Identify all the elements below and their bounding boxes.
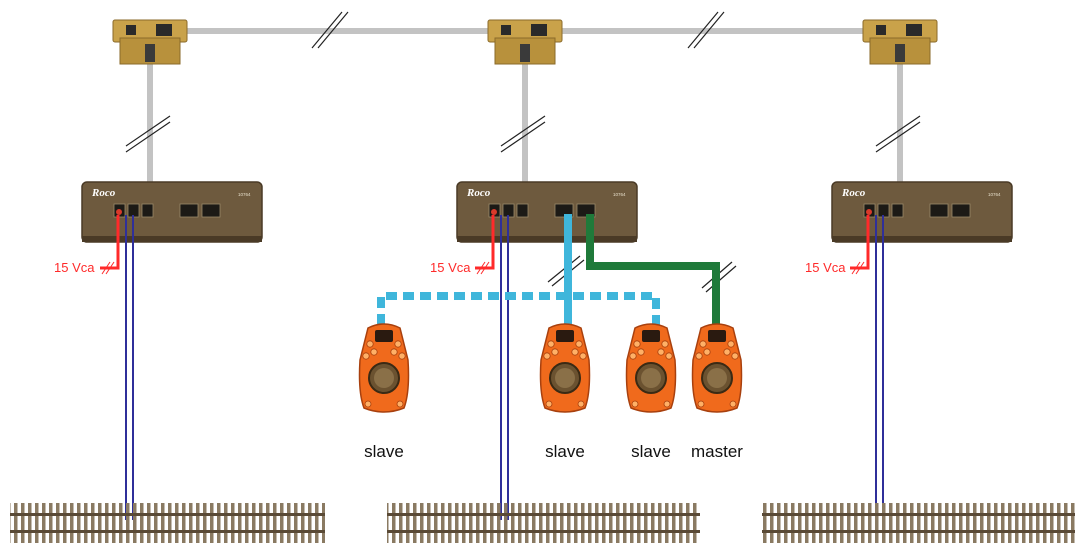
handheld-controller-icon (358, 323, 410, 413)
track-section-icon (387, 503, 700, 543)
master-cable (586, 214, 720, 325)
track-section-icon (10, 503, 325, 543)
booster-unit-icon: Roco 10764 (81, 181, 263, 243)
power-feeds (100, 215, 870, 275)
handheld-controller-icon (539, 323, 591, 413)
handheld-controller-icon (691, 323, 743, 413)
controller-labels: slave slave slave master (364, 442, 743, 461)
power-label-1: 15 Vca (54, 260, 95, 275)
booster-model-1: 10764 (238, 192, 251, 197)
power-label-2: 15 Vca (430, 260, 471, 275)
cable-break-marks (125, 11, 921, 293)
booster-model-2: 10764 (613, 192, 626, 197)
booster-units: Roco 10764 Roco 10764 Roco 10764 (81, 181, 1013, 243)
power-labels: 15 Vca 15 Vca 15 Vca (54, 260, 846, 275)
bus-connector-icon (487, 19, 563, 65)
track-sections (10, 503, 1075, 543)
handheld-controllers (358, 323, 743, 413)
track-power-wires (125, 215, 884, 520)
handheld-controller-icon (625, 323, 677, 413)
slave-cables (377, 214, 660, 325)
bus-connector-icon (112, 19, 188, 65)
bus-connector-icon (862, 19, 938, 65)
booster-unit-icon: Roco 10764 (831, 181, 1013, 243)
track-section-icon (762, 503, 1075, 543)
booster-model-3: 10764 (988, 192, 1001, 197)
booster-brand-2: Roco (466, 187, 491, 199)
controller-label-4: master (691, 442, 743, 461)
controller-label-3: slave (631, 442, 671, 461)
power-label-3: 15 Vca (805, 260, 846, 275)
bus-connectors (112, 19, 938, 65)
booster-brand-3: Roco (841, 187, 866, 199)
controller-label-1: slave (364, 442, 404, 461)
booster-unit-icon: Roco 10764 (456, 181, 638, 243)
booster-brand-1: Roco (91, 187, 116, 199)
controller-label-2: slave (545, 442, 585, 461)
